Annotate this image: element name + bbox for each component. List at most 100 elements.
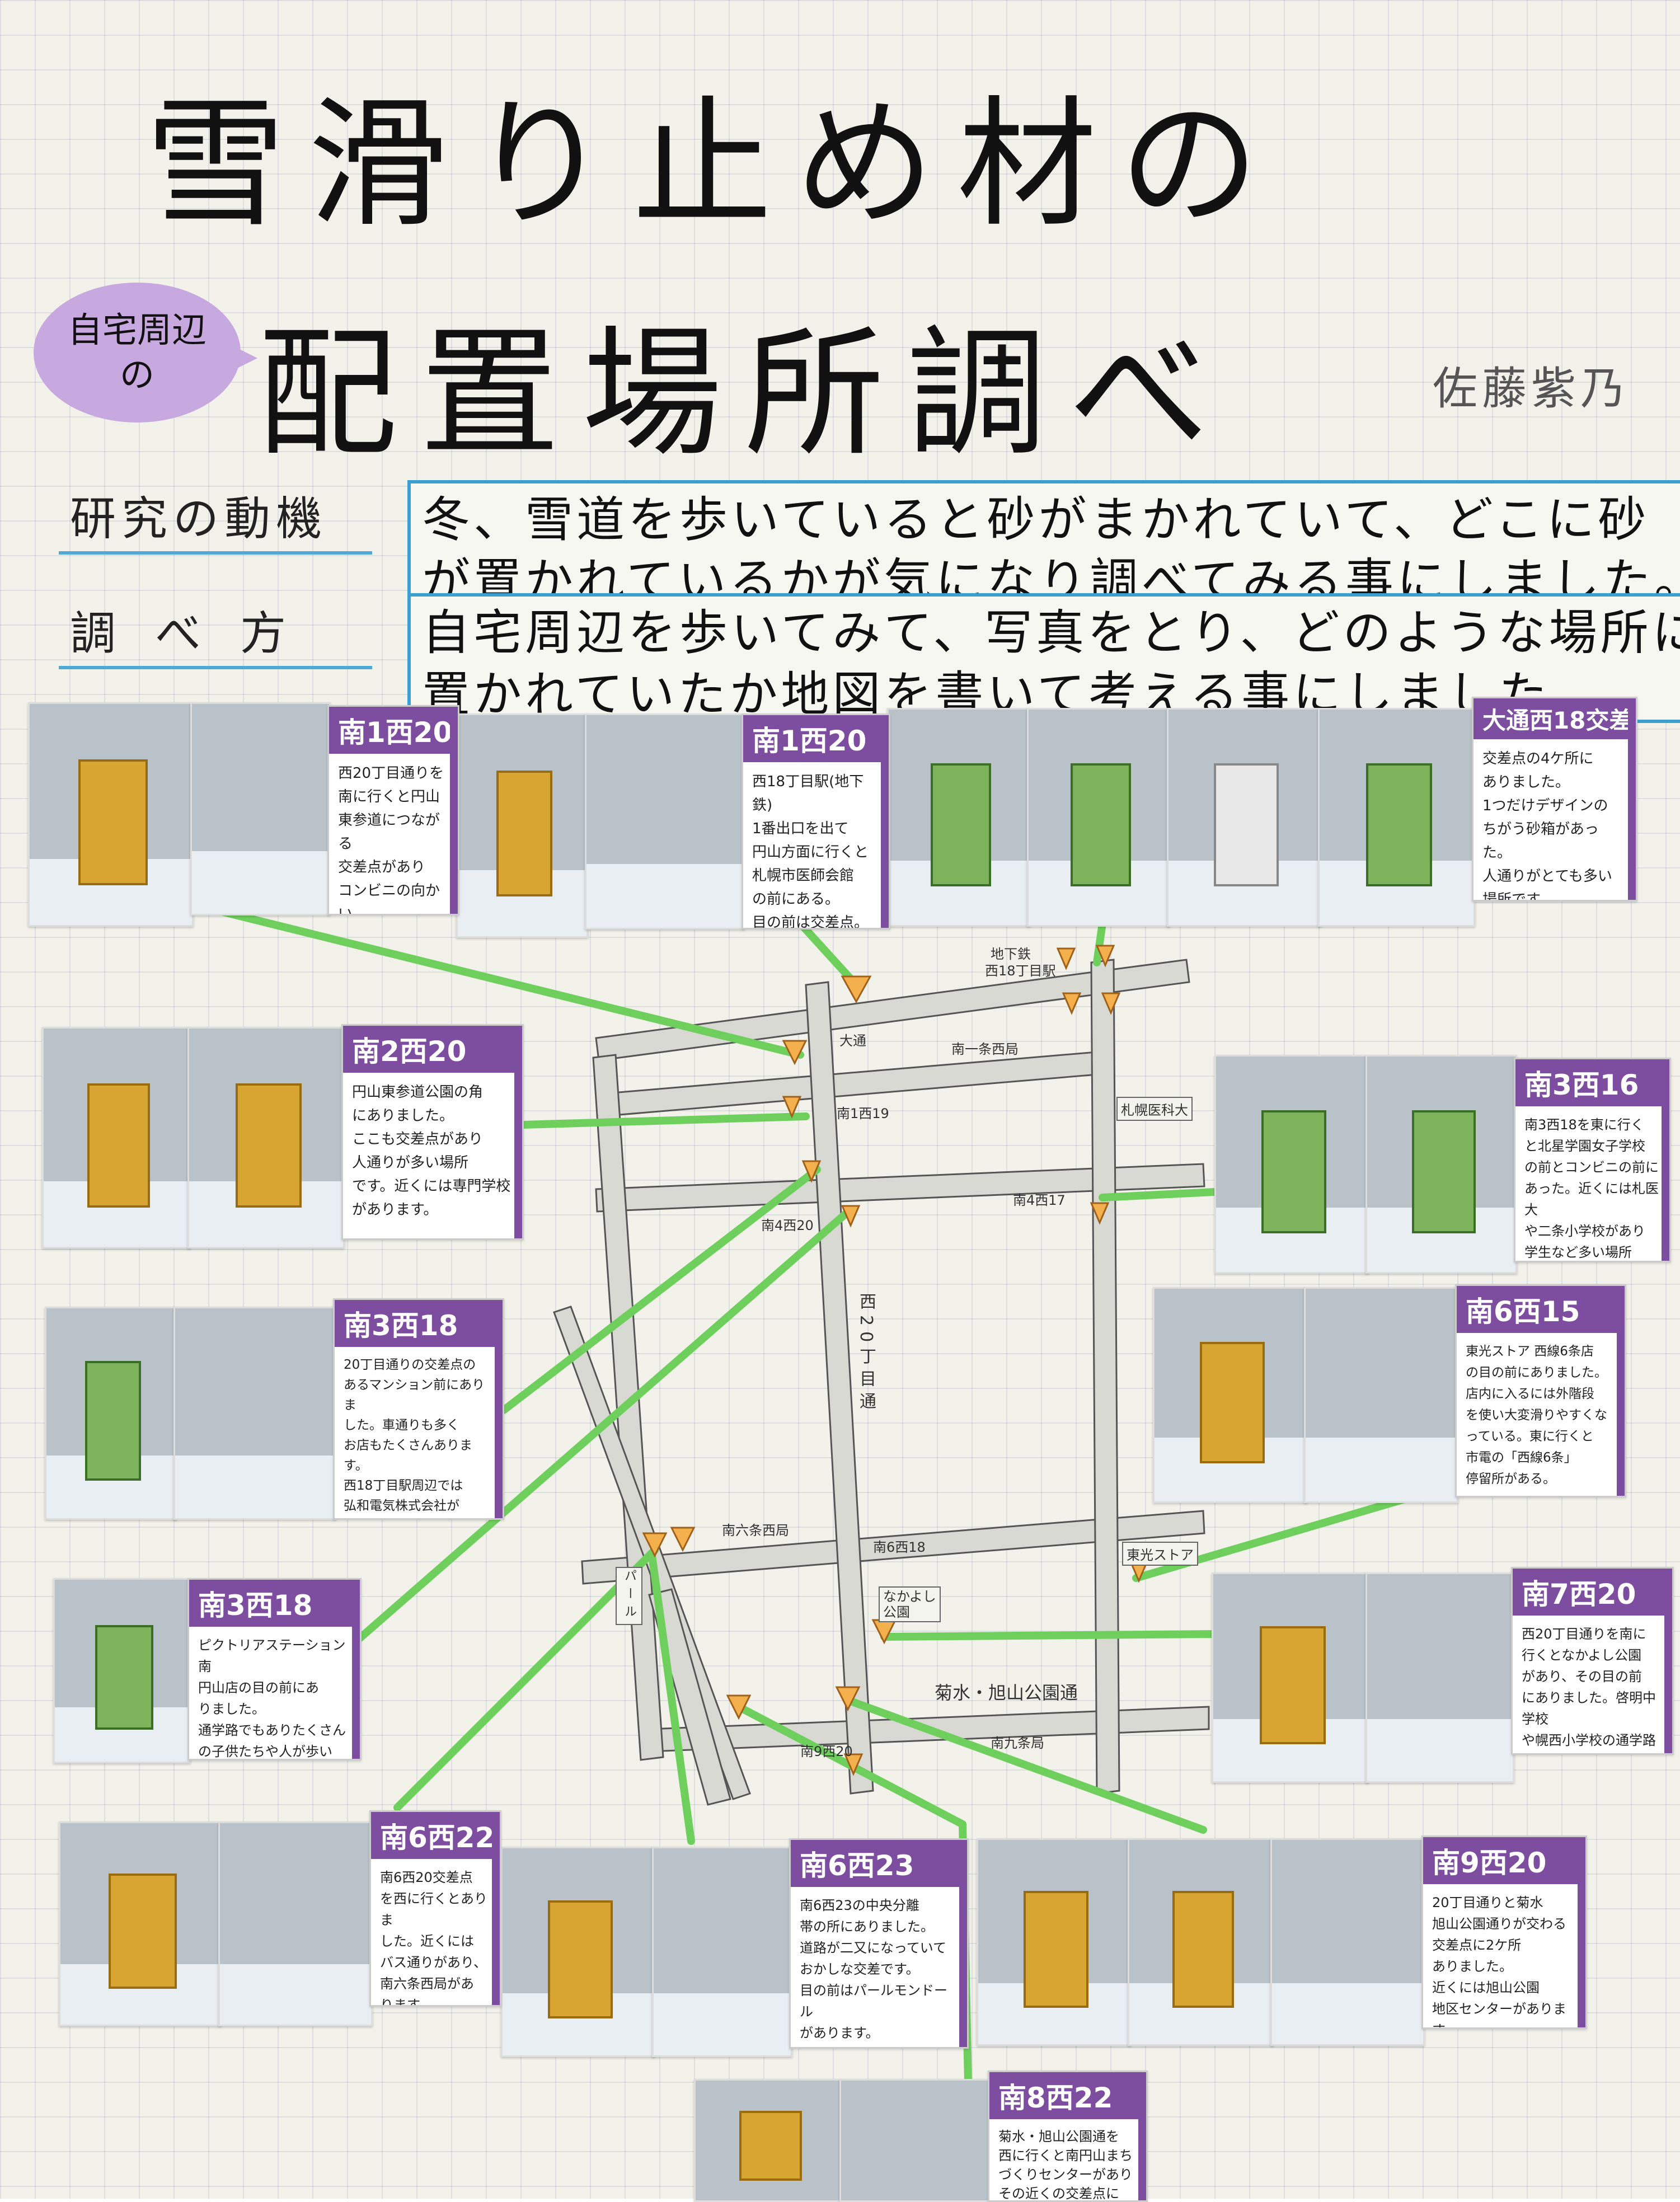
- map-label-nakayoshi-park-1: なかよし: [883, 1589, 936, 1604]
- location-marker: [1095, 945, 1115, 968]
- photo-street: [190, 702, 331, 915]
- location-card: 大通西18交差点 交差点の4ケ所に ありました。 1つだけデザインの ちがう砂箱…: [1472, 697, 1637, 902]
- location-marker: [1062, 992, 1082, 1015]
- card-description: 菊水・旭山公園通を 西に行くと南円山まち づくりセンターがあり その近くの交差点…: [998, 2129, 1133, 2201]
- photo-street: [585, 713, 745, 929]
- card-title: 南6西23: [791, 1840, 967, 1887]
- card-title: 南8西22: [989, 2072, 1146, 2119]
- map-label-nakayoshi-park: なかよし 公園: [879, 1586, 941, 1622]
- photo-sand-box: [1212, 1572, 1369, 1783]
- card-title: 南9西20: [1423, 1837, 1585, 1884]
- map-label-minami1jo-nishi: 南一条西局: [951, 1041, 1019, 1057]
- connector-line: [847, 1697, 1207, 1834]
- map-label-odori: 大通: [839, 1033, 866, 1049]
- map-label-subway-station: 西18丁目駅: [985, 963, 1056, 979]
- photo-street: [839, 2079, 991, 2202]
- motivation-text-box: 冬、雪道を歩いていると砂がまかれていて、どこに砂 が置かれているかが気になり調べ…: [407, 480, 1680, 610]
- connector-line: [880, 1630, 1218, 1641]
- connector-line: [393, 1546, 659, 1811]
- map-label-sapporo-idai: 札幌医科大: [1116, 1097, 1193, 1121]
- photo-street: [173, 1307, 336, 1520]
- photo-park: [1365, 1572, 1514, 1783]
- card-title: 南1西20: [743, 715, 889, 762]
- card-title: 南6西15: [1457, 1286, 1625, 1333]
- photo-sand-box: [887, 708, 1030, 927]
- connector-line: [519, 1112, 810, 1129]
- photo-sand-box: [1128, 1838, 1274, 2046]
- connector-line: [220, 908, 804, 1059]
- connector-line: [1099, 1188, 1218, 1201]
- card-title: 南2西20: [343, 1026, 522, 1073]
- card-title: 南1西20: [329, 707, 458, 754]
- bubble-text-2: の: [119, 354, 154, 395]
- card-title: 南3西16: [1515, 1059, 1669, 1106]
- location-card: 南6西15 東光ストア 西線6条店 の目の前にありました。 店内に入るには外階段…: [1455, 1284, 1626, 1497]
- map-label-minami9-nishi20: 南9西20: [800, 1744, 853, 1759]
- map-label-nishi20-street: 西20丁目通: [856, 1293, 876, 1415]
- photo-sand-box: [1365, 1055, 1517, 1274]
- photo-sand-box: [456, 713, 588, 938]
- card-title: 大通西18交差点: [1473, 698, 1636, 739]
- card-description: 交差点の4ケ所に ありました。 1つだけデザインの ちがう砂箱があった。 人通り…: [1482, 750, 1612, 902]
- photo-sand-box: [42, 1027, 191, 1248]
- bubble-text-1: 自宅周辺: [67, 309, 207, 350]
- photo-sand-box: [1214, 1055, 1369, 1274]
- road-east: [1090, 959, 1120, 1795]
- photo-street: [652, 1847, 792, 2057]
- location-marker: [726, 1694, 752, 1720]
- photo-sand-box: [28, 702, 194, 927]
- card-title: 南7西20: [1513, 1569, 1672, 1616]
- location-marker: [782, 1096, 802, 1119]
- card-description: 円山東参道公園の角 にありました。 ここも交差点があり 人通りが多い場所 です。…: [352, 1084, 511, 1218]
- map-label-pearl: パール: [616, 1567, 642, 1625]
- location-card: 南7西20 西20丁目通りを南に 行くとなかよし公園 があり、その目の前 にあり…: [1511, 1567, 1674, 1755]
- author-name: 佐藤紫乃: [1433, 363, 1630, 415]
- location-marker: [841, 975, 872, 1004]
- speech-bubble-tail: [224, 341, 257, 375]
- location-card: 南8西22 菊水・旭山公園通を 西に行くと南円山まち づくりセンターがあり その…: [988, 2070, 1148, 2202]
- photo-sand-box: [45, 1307, 177, 1520]
- card-description: 20丁目通りの交差点の あるマンション前にありま した。車通りも多く お店もたく…: [344, 1358, 485, 1513]
- connector-line: [1093, 919, 1106, 966]
- photo-sand-box: [1318, 708, 1475, 927]
- location-card: 南1西20 西20丁目通りを 南に行くと円山 東参道につながる 交差点があり コ…: [327, 705, 459, 915]
- method-text-1: 自宅周辺を歩いてみて、写真をとり、どのような場所に: [422, 605, 1680, 661]
- location-card: 南9西20 20丁目通りと菊水 旭山公園通りが交わる 交差点に2ケ所 ありました…: [1421, 1835, 1587, 2029]
- card-description: 西20丁目通りを南に 行くとなかよし公園 があり、その目の前 にありました。啓明…: [1522, 1626, 1656, 1748]
- photo-sand-box: [53, 1578, 191, 1763]
- motivation-text-1: 冬、雪道を歩いていると砂がまかれていて、どこに砂: [422, 492, 1650, 548]
- location-card: 南6西23 南6西23の中央分離 帯の所にありました。 道路が二又になっていて …: [789, 1838, 969, 2049]
- map-label-minami6-nishi18: 南6西18: [873, 1539, 926, 1555]
- road-minami6: [581, 1510, 1205, 1585]
- motivation-label: 研究の動機: [59, 481, 372, 555]
- location-marker: [1090, 1202, 1110, 1225]
- card-description: 南6西20交差点 を西に行くとありま した。近くには バス通りがあり、 南六条西…: [380, 1870, 487, 2007]
- card-description: 東光ストア 西線6条店 の目の前にありました。 店内に入るには外階段 を使い大変…: [1466, 1344, 1607, 1486]
- location-marker: [1101, 992, 1121, 1015]
- photo-sand-box: [501, 1847, 655, 2057]
- photo-sand-box: [1153, 1287, 1307, 1503]
- map-label-minami9jo: 南九条局: [991, 1735, 1044, 1751]
- photo-sand-box: [187, 1027, 345, 1248]
- location-card: 南2西20 円山東参道公園の角 にありました。 ここも交差点があり 人通りが多い…: [341, 1024, 524, 1240]
- road-diagonal-2: [648, 1588, 731, 1806]
- method-label: 調べ方: [59, 596, 372, 669]
- photo-sand-box: [694, 2079, 843, 2202]
- location-marker: [835, 1686, 861, 1712]
- photo-street: [218, 1821, 373, 2026]
- location-marker: [642, 1532, 668, 1558]
- map-connector-lines: [220, 908, 1425, 2086]
- card-description: 西18丁目駅(地下鉄) 1番出口を出て 円山方面に行くと 札幌市医師会館 の前に…: [752, 773, 869, 929]
- location-card: 南3西18 20丁目通りの交差点の あるマンション前にありま した。車通りも多く…: [333, 1298, 504, 1520]
- card-description: 南3西18を東に行く と北星学園女子学校 の前とコンビニの前に あった。近くには…: [1524, 1117, 1659, 1260]
- location-card: 南1西20 西18丁目駅(地下鉄) 1番出口を出て 円山方面に行くと 札幌市医師…: [742, 713, 890, 929]
- location-marker: [1056, 947, 1076, 970]
- map-label-nakayoshi-park-2: 公園: [883, 1604, 910, 1620]
- location-card: 南3西16 南3西18を東に行く と北星学園女子学校 の前とコンビニの前に あっ…: [1514, 1058, 1671, 1262]
- title-line-2: 配置場所調べ: [257, 312, 1231, 475]
- location-marker: [782, 1040, 808, 1065]
- card-title: 南3西18: [189, 1580, 360, 1627]
- location-marker: [843, 1753, 864, 1776]
- card-description: 20丁目通りと菊水 旭山公園通りが交わる 交差点に2ケ所 ありました。 近くには…: [1432, 1895, 1566, 2027]
